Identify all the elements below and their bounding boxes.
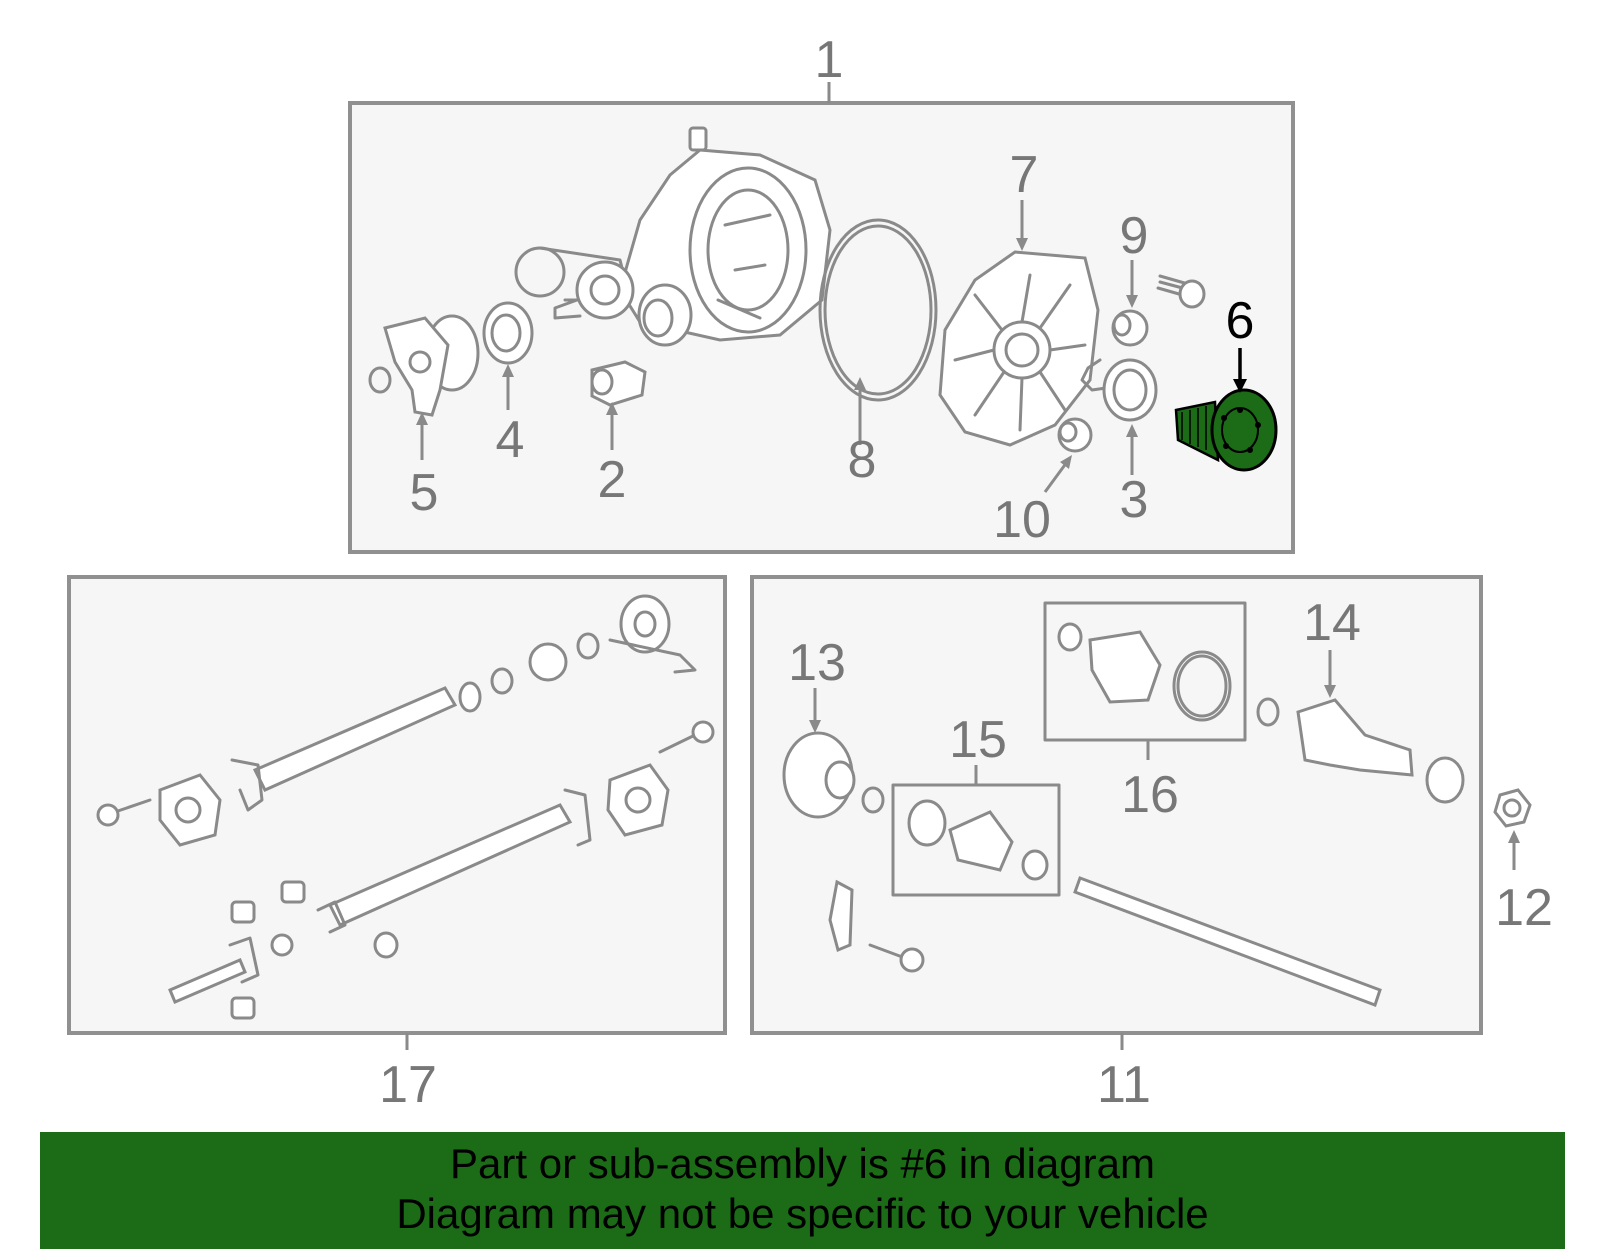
bracket [828, 879, 854, 953]
callout-6: 6 [1226, 292, 1255, 350]
flex-coupling-rear [606, 763, 670, 837]
differential-assembly-group: 1 5 [348, 31, 1295, 554]
part-4-pinion-seal [482, 301, 534, 365]
center-bearing [608, 594, 697, 674]
callout-14: 14 [1303, 594, 1361, 652]
info-banner: Part or sub-assembly is #6 in diagram Di… [40, 1132, 1565, 1249]
axle-shaft [1073, 876, 1382, 1007]
callout-2: 2 [598, 451, 627, 509]
part-10-plug [1057, 417, 1093, 453]
part-7-differential-cover [938, 250, 1100, 447]
callout-8: 8 [848, 431, 877, 489]
callout-4: 4 [496, 411, 525, 469]
part-16-outer-boot-kit-box [1043, 601, 1247, 742]
retaining-clip [1080, 358, 1108, 392]
shaft-seals-bearings [490, 632, 600, 695]
part-9-bolt [1111, 274, 1206, 347]
flex-coupling-front [158, 773, 222, 847]
part-14-outer-cv-joint [1256, 697, 1465, 804]
banner-line-2: Diagram may not be specific to your vehi… [396, 1190, 1209, 1237]
coupling-bolts [96, 720, 715, 827]
callout-13: 13 [788, 634, 846, 692]
callout-10: 10 [993, 491, 1051, 549]
part-3-axle-seal [1102, 358, 1158, 422]
bracket-bolt [868, 943, 925, 973]
callout-11: 11 [1097, 1056, 1151, 1114]
callout-1: 1 [815, 31, 844, 89]
drive-shaft-assembly-group: 17 [67, 575, 727, 1114]
carrier-housing [514, 126, 832, 347]
part-6-output-flange-highlighted [1174, 388, 1278, 472]
callout-3: 3 [1120, 471, 1149, 529]
part-2-bushing [590, 360, 647, 407]
callout-15: 15 [949, 711, 1007, 769]
part-5-companion-flange [368, 314, 480, 417]
callout-16: 16 [1121, 766, 1179, 824]
callout-5: 5 [410, 464, 439, 522]
callout-12: 12 [1495, 879, 1553, 937]
part-12-axle-nut [1493, 788, 1532, 828]
part-8-cover-gasket [818, 218, 938, 402]
part-15-inner-boot [907, 799, 1049, 881]
callout-17: 17 [379, 1056, 437, 1114]
rear-propeller-shaft [316, 788, 592, 934]
part-16-outer-boot [1057, 622, 1232, 722]
callout-7: 7 [1010, 146, 1039, 204]
axle-shaft-assembly-group: 11 13 15 16 [750, 575, 1553, 1114]
front-propeller-shaft [230, 681, 482, 812]
banner-line-1: Part or sub-assembly is #6 in diagram [450, 1140, 1155, 1187]
part-13-inner-joint-housing [782, 731, 885, 819]
callout-9: 9 [1120, 207, 1149, 265]
universal-joint-parts [168, 880, 399, 1020]
